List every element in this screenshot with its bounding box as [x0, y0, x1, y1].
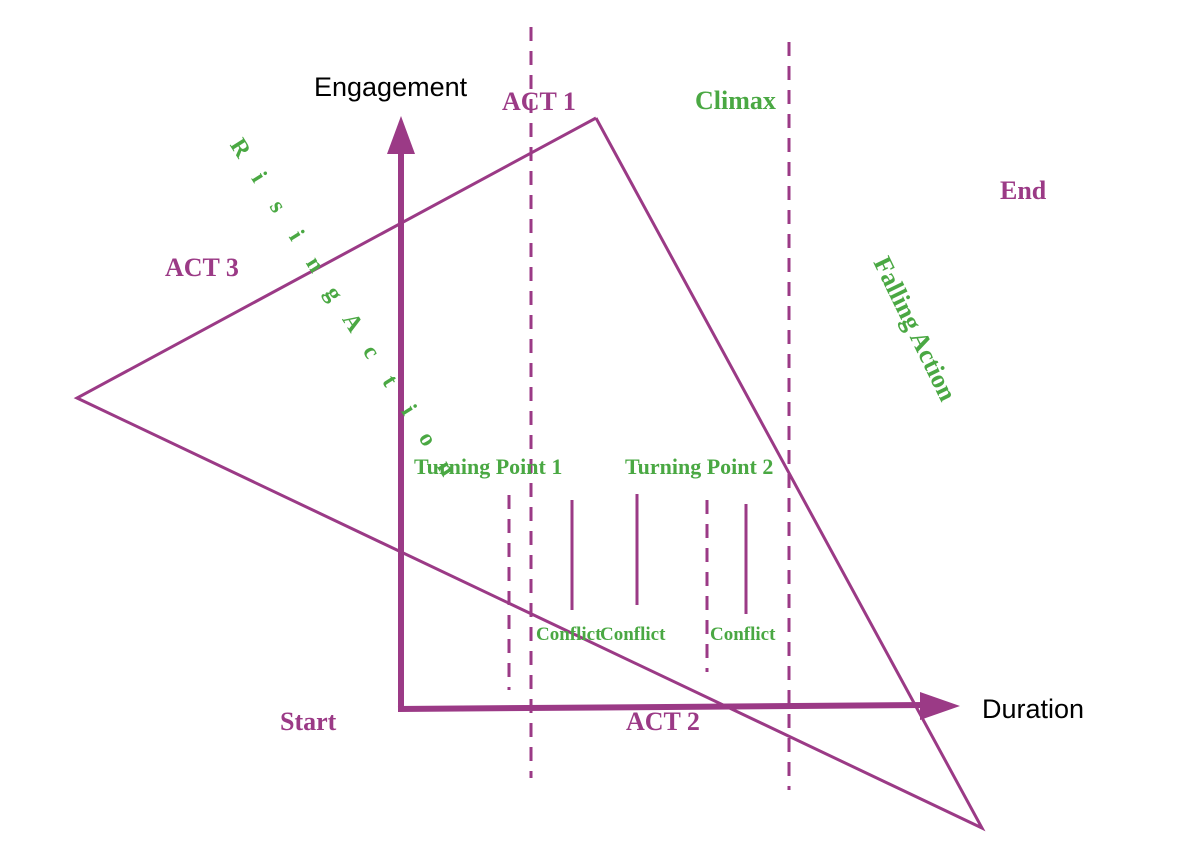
- conflict-label-3: Conflict: [710, 624, 776, 645]
- rising-action-letter: c: [357, 340, 385, 363]
- rising-action-letter: g: [319, 282, 347, 306]
- y-axis-arrowhead: [387, 116, 415, 154]
- act-1-label: ACT 1: [502, 87, 576, 116]
- falling-action-label: Falling Action: [868, 252, 963, 406]
- x-axis: [397, 702, 926, 712]
- rising-action-letter: i: [246, 168, 272, 188]
- act-2-label: ACT 2: [626, 707, 700, 736]
- conflict-label-2: Conflict: [600, 624, 666, 645]
- y-axis-label: Engagement: [314, 72, 468, 102]
- x-axis-label: Duration: [982, 694, 1084, 724]
- x-axis-arrowhead: [920, 692, 960, 720]
- rising-action-letter: A: [337, 309, 369, 338]
- start-label: Start: [280, 707, 337, 736]
- turning-point-2-label: Turning Point 2: [625, 454, 773, 479]
- conflict-label-1: Conflict: [536, 624, 602, 645]
- rising-action-letter: R: [224, 134, 256, 163]
- climax-label: Climax: [695, 86, 776, 115]
- rising-action-letter: n: [300, 252, 329, 277]
- rising-action-letter: i: [283, 226, 309, 246]
- end-label: End: [1000, 176, 1047, 205]
- turning-point-1-label: Turning Point 1: [414, 454, 562, 479]
- rising-action-letter: s: [264, 196, 291, 218]
- act-3-label: ACT 3: [165, 253, 239, 282]
- rising-action-letter: o: [413, 427, 441, 451]
